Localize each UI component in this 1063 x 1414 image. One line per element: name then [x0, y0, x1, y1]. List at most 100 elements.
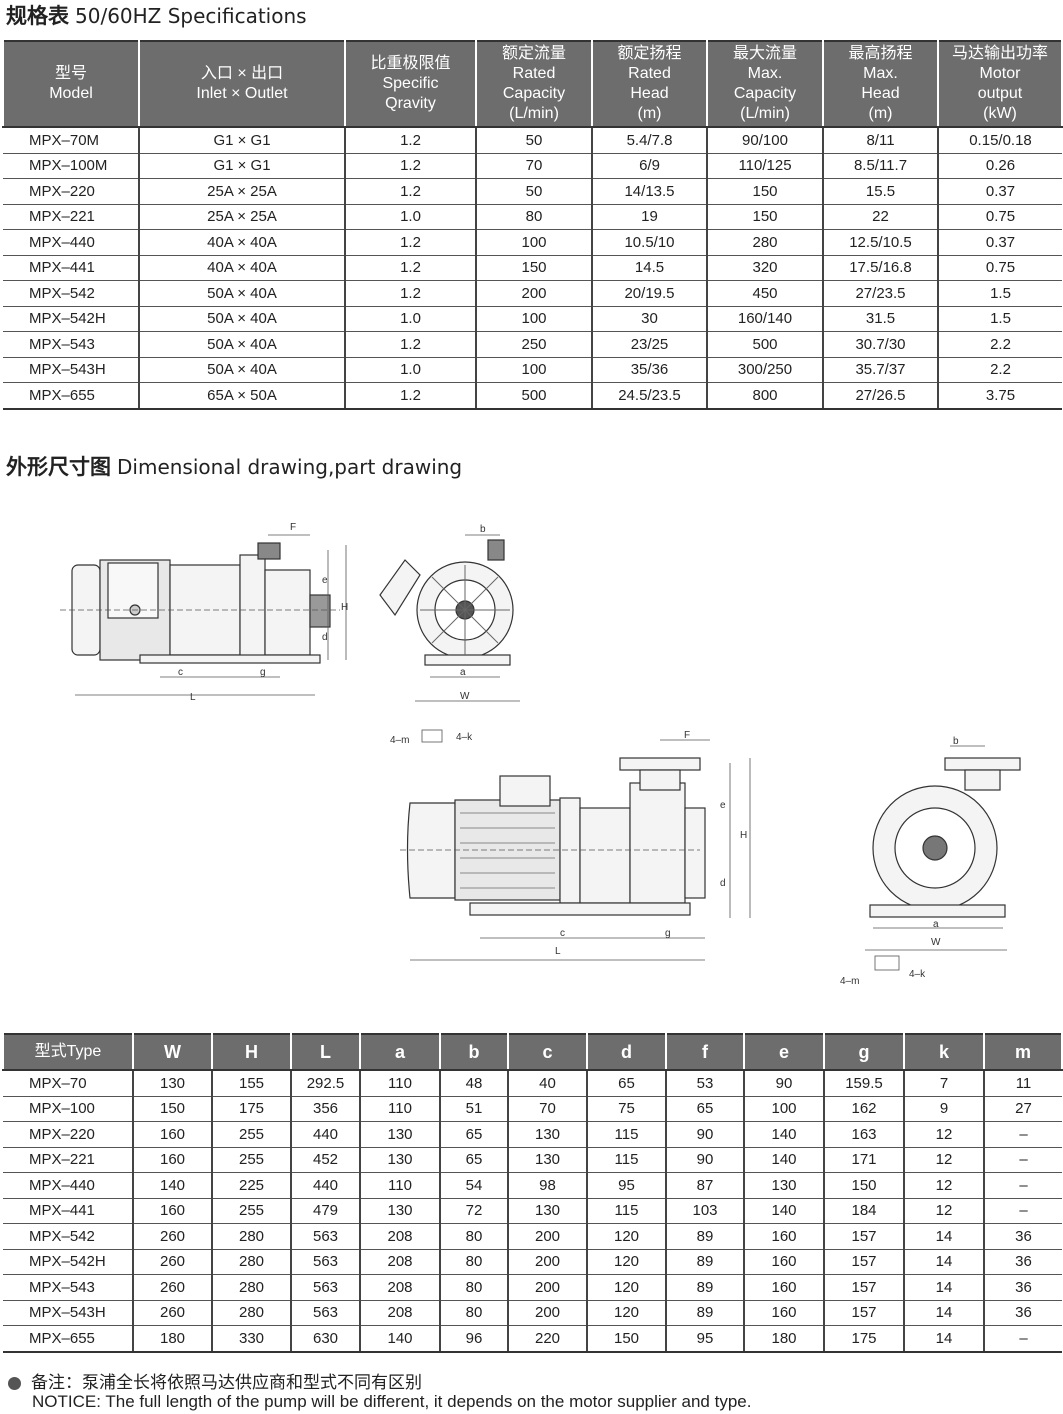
table-cell: 115 — [586, 1198, 666, 1224]
table-cell: 50 — [475, 127, 592, 154]
table-cell: 89 — [665, 1249, 744, 1275]
spec-header-line: (m) — [868, 105, 893, 122]
table-cell: 1.5 — [937, 306, 1062, 332]
table-cell: 2.2 — [937, 331, 1062, 358]
large-pump-side-drawing: F e H d c g L — [400, 730, 751, 961]
table-cell: 100 — [475, 229, 592, 256]
table-cell: 150 — [586, 1325, 666, 1353]
table-cell: 130 — [359, 1198, 440, 1224]
table-cell: MPX–440 — [3, 1172, 133, 1199]
table-cell: 280 — [211, 1249, 291, 1275]
table-cell: 450 — [706, 280, 823, 307]
small-side-label-l: L — [190, 692, 196, 703]
table-cell: 100 — [743, 1096, 824, 1122]
table-cell: 1.2 — [344, 382, 476, 410]
table-cell: 0.37 — [937, 229, 1062, 256]
table-cell: 7 — [903, 1070, 984, 1097]
table-cell: 50A × 40A — [138, 331, 345, 358]
table-cell: 1.2 — [344, 331, 476, 358]
table-cell: 14.5 — [591, 255, 707, 281]
table-cell: 155 — [211, 1070, 291, 1097]
table-cell: 1.2 — [344, 280, 476, 307]
table-cell: 115 — [586, 1121, 666, 1148]
table-cell: – — [983, 1147, 1062, 1173]
table-cell: 330 — [211, 1325, 291, 1353]
table-cell: 53 — [665, 1070, 744, 1097]
dim-header-cell: e — [743, 1034, 825, 1071]
table-cell: 140 — [359, 1325, 440, 1353]
table-cell: 2.2 — [937, 357, 1062, 383]
table-cell: MPX–542H — [3, 1249, 133, 1275]
table-cell: 130 — [132, 1070, 212, 1097]
small-side-label-e: e — [322, 575, 328, 586]
table-cell: 14 — [903, 1249, 984, 1275]
table-cell: 1.5 — [937, 280, 1062, 307]
spec-header-line: 马达输出功率 — [951, 45, 1048, 62]
table-cell: MPX–655 — [3, 382, 139, 410]
table-cell: 630 — [290, 1325, 360, 1353]
table-cell: 356 — [290, 1096, 360, 1122]
small-side-label-c: c — [178, 667, 183, 678]
table-cell: 208 — [359, 1274, 440, 1301]
table-cell: 0.15/0.18 — [937, 127, 1062, 154]
table-cell: 130 — [359, 1147, 440, 1173]
table-cell: 260 — [132, 1223, 212, 1250]
table-cell: G1 × G1 — [138, 153, 345, 179]
table-cell: 157 — [823, 1249, 904, 1275]
table-cell: 180 — [743, 1325, 824, 1353]
table-cell: 89 — [665, 1274, 744, 1301]
table-cell: 14/13.5 — [591, 178, 707, 205]
table-cell: 31.5 — [822, 306, 938, 332]
table-cell: 1.2 — [344, 229, 476, 256]
large-front-label-a: a — [933, 919, 939, 930]
table-cell: 40A × 40A — [138, 229, 345, 256]
table-cell: 9 — [903, 1096, 984, 1122]
spec-header-line: (kW) — [983, 105, 1017, 122]
small-side-label-h: H — [341, 602, 348, 613]
table-cell: 80 — [439, 1249, 508, 1275]
table-cell: MPX–542 — [3, 280, 139, 307]
table-cell: 14 — [903, 1325, 984, 1353]
table-cell: – — [983, 1121, 1062, 1148]
table-cell: 75 — [586, 1096, 666, 1122]
table-cell: 89 — [665, 1223, 744, 1250]
table-cell: 87 — [665, 1172, 744, 1199]
table-cell: MPX–441 — [3, 1198, 133, 1224]
table-cell: MPX–542H — [3, 306, 139, 332]
spec-header-line: 额定扬程 — [617, 45, 682, 62]
spec-header-line: Head — [861, 85, 900, 102]
dim-header-cell: g — [823, 1034, 905, 1071]
spec-header-line: Inlet × Outlet — [196, 85, 288, 102]
dim-header-cell: W — [132, 1034, 213, 1071]
table-cell: 163 — [823, 1121, 904, 1148]
table-cell: 208 — [359, 1249, 440, 1275]
table-cell: 1.2 — [344, 153, 476, 179]
dim-header-cell: d — [586, 1034, 667, 1071]
table-cell: 1.0 — [344, 306, 476, 332]
table-cell: 65 — [665, 1096, 744, 1122]
table-cell: MPX–220 — [3, 1121, 133, 1148]
table-cell: MPX–221 — [3, 204, 139, 230]
table-cell: 1.2 — [344, 255, 476, 281]
table-cell: 100 — [475, 306, 592, 332]
table-cell: 160 — [743, 1223, 824, 1250]
spec-header-line: Capacity — [502, 85, 566, 102]
small-front-label-b: b — [480, 524, 486, 535]
dim-header-cell: 型式Type — [2, 1034, 134, 1071]
dim-header-cell: f — [665, 1034, 745, 1071]
spec-header-line: 比重极限值 — [370, 55, 451, 72]
table-cell: 14 — [903, 1274, 984, 1301]
spec-header-line: Rated — [512, 65, 556, 82]
table-cell: 120 — [586, 1249, 666, 1275]
